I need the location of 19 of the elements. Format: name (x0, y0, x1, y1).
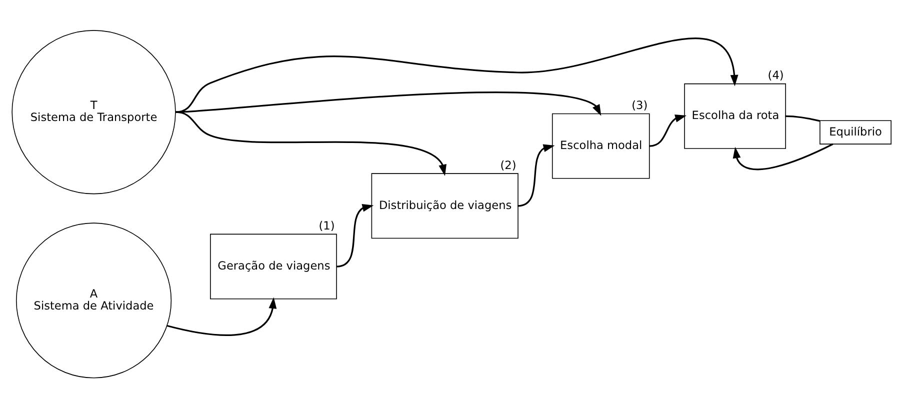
node-label: (3) (632, 98, 648, 112)
node-label: (1) (318, 218, 335, 232)
arrow (336, 204, 374, 267)
node-box: Geração de viagens (210, 233, 337, 299)
arrow (176, 91, 602, 116)
node-circle: A Sistema de Atividade (16, 222, 172, 378)
node-box: Escolha da rota (684, 82, 786, 148)
node-label: (4) (768, 68, 784, 82)
connector (785, 114, 820, 122)
arrow (649, 114, 686, 146)
node-label: (2) (500, 158, 516, 172)
node-box: Equilíbrio (820, 120, 892, 144)
node-box: Distribuição de viagens (371, 172, 518, 238)
node-box: Escolha modal (552, 112, 650, 178)
arrow (166, 296, 277, 336)
arrow (732, 142, 834, 170)
arrow (176, 37, 738, 112)
node-circle: T Sistema de Transporte (12, 30, 176, 194)
arrow (517, 144, 555, 206)
